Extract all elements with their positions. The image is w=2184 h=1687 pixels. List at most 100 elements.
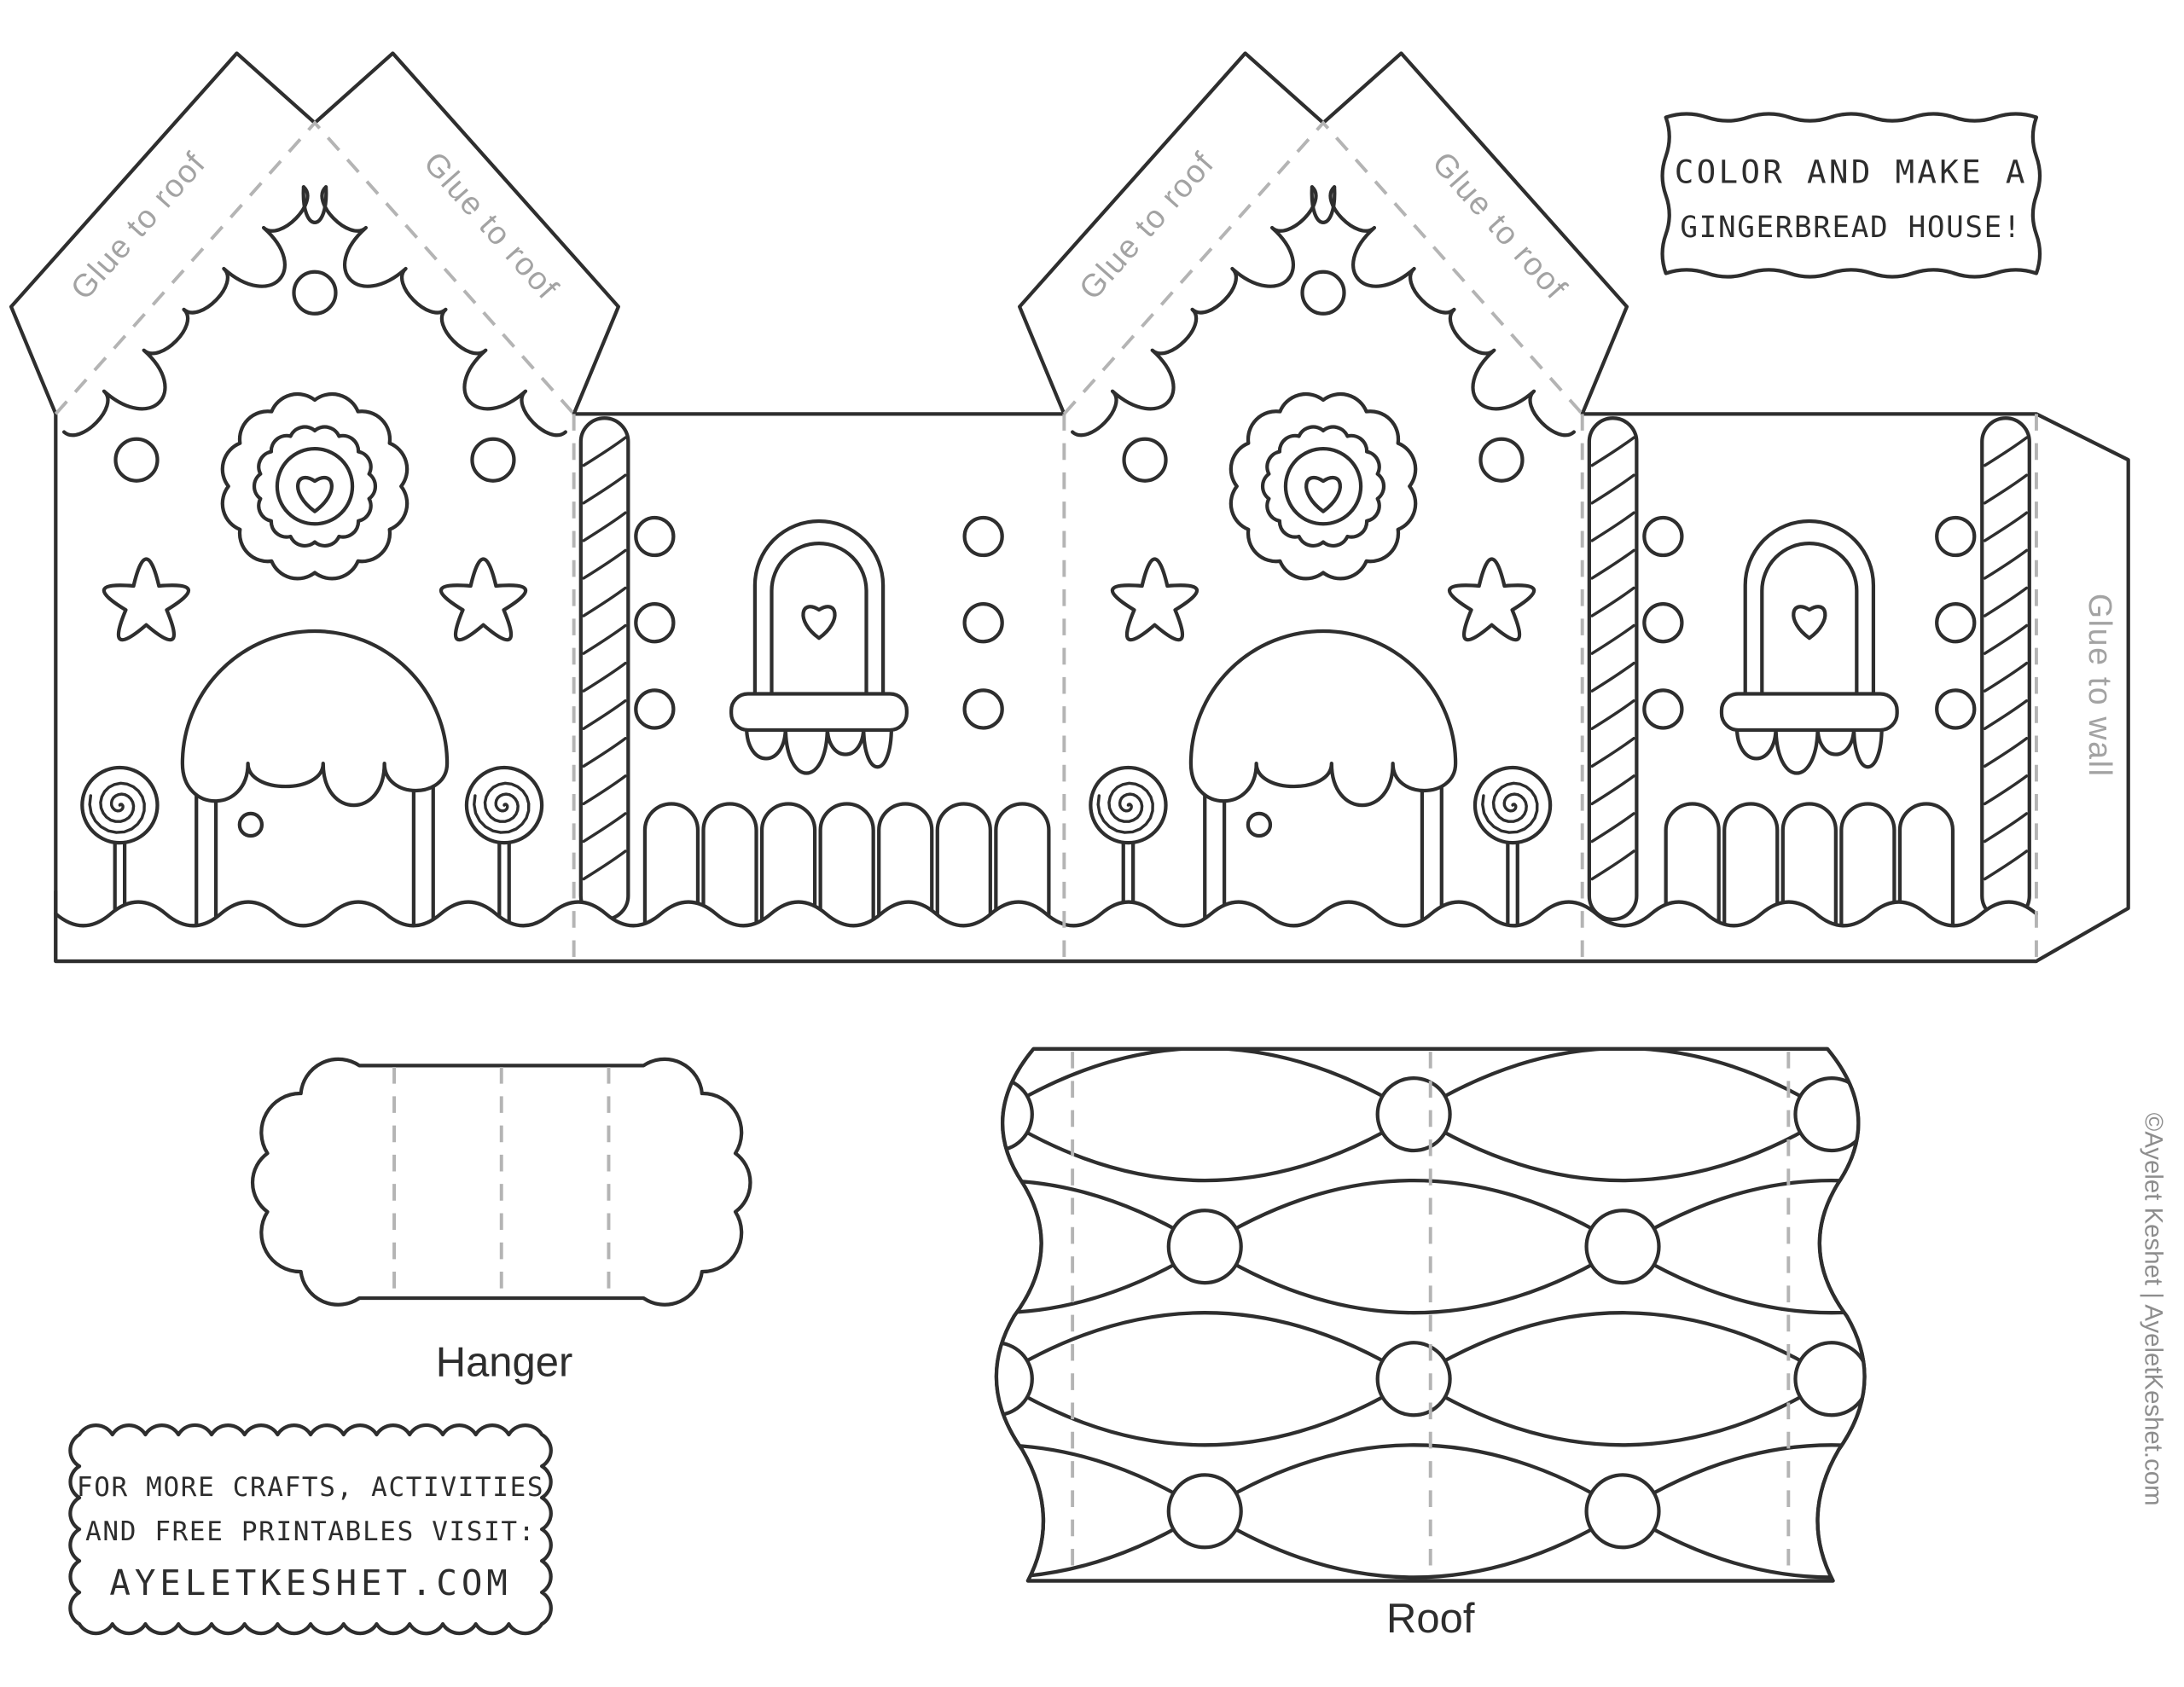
gumdrop bbox=[1300, 270, 1346, 316]
gable-icing bbox=[61, 185, 310, 438]
door-knob bbox=[1246, 811, 1273, 838]
hanger-template bbox=[251, 1057, 752, 1307]
icing-column-twist bbox=[1983, 661, 2029, 693]
icing-column-twist bbox=[582, 812, 627, 844]
gumdrop bbox=[1642, 688, 1684, 730]
window-heart bbox=[801, 605, 837, 641]
gumdrop bbox=[292, 270, 338, 316]
hanger-fold-lines bbox=[392, 1067, 611, 1297]
window-sill bbox=[729, 692, 909, 733]
quilt-gumdrop bbox=[1793, 1341, 1865, 1417]
roof-fold-lines bbox=[54, 120, 1584, 415]
quilt-curve bbox=[996, 1443, 1207, 1513]
star-candy bbox=[102, 557, 190, 642]
walls-template bbox=[9, 51, 2130, 964]
gumdrop bbox=[113, 437, 160, 483]
star-candy bbox=[1448, 557, 1536, 642]
quilt-curve bbox=[1829, 1048, 1865, 1116]
quilt-gumdrop bbox=[1166, 1209, 1243, 1285]
icing-column-twist bbox=[582, 774, 627, 806]
footer-line-1: FOR MORE CRAFTS, ACTIVITIES bbox=[77, 1472, 544, 1503]
lollipop-swirl bbox=[1096, 781, 1154, 834]
title-border bbox=[1660, 112, 2042, 279]
wreath-heart bbox=[1304, 475, 1342, 513]
gumdrop bbox=[634, 688, 676, 730]
strip-bottom-edge bbox=[54, 890, 2039, 964]
lollipop-swirl bbox=[1481, 781, 1539, 834]
lollipop-swirl bbox=[88, 781, 146, 834]
hanger-label: Hanger bbox=[436, 1339, 573, 1385]
icing-column-twist bbox=[1590, 548, 1635, 580]
door-icing bbox=[1188, 629, 1458, 808]
gumdrop bbox=[1935, 688, 1977, 730]
gumdrop bbox=[962, 602, 1004, 644]
gable-icing bbox=[1071, 185, 1318, 438]
quilt-gumdrop bbox=[751, 1210, 823, 1283]
icing-column bbox=[578, 416, 630, 922]
icing-column-twist bbox=[1590, 586, 1635, 617]
icing-column-twist bbox=[582, 849, 627, 881]
quilt-curve bbox=[1412, 1112, 1834, 1183]
quilt-gumdrop bbox=[996, 1075, 1034, 1153]
quilt-gumdrop bbox=[2004, 1475, 2077, 1547]
quilt-curve bbox=[1203, 1178, 1625, 1249]
gumdrop bbox=[1642, 602, 1684, 644]
icing-column-twist bbox=[582, 661, 627, 693]
gable-icing bbox=[1328, 185, 1577, 438]
footer-box: FOR MORE CRAFTS, ACTIVITIES AND FREE PRI… bbox=[68, 1423, 553, 1636]
copyright-credit: ©Ayelet Keshet | AyeletKeshet.com bbox=[2139, 1113, 2167, 1506]
star-candy bbox=[1110, 557, 1199, 642]
icing-column-twist bbox=[1983, 699, 2029, 731]
quilt-curve bbox=[1620, 1443, 1865, 1513]
icing-column-twist bbox=[1590, 436, 1635, 467]
quilt-curve bbox=[1412, 1311, 1834, 1381]
gumdrop bbox=[1642, 515, 1684, 558]
quilt-curve bbox=[1829, 1377, 1865, 1447]
icing-column-twist bbox=[1590, 812, 1635, 844]
quilt-curve bbox=[996, 1244, 1207, 1315]
quilt-gumdrop bbox=[1584, 1473, 1661, 1550]
glue-to-wall-label: Glue to wall bbox=[2082, 594, 2118, 778]
title-box: COLOR AND MAKE A GINGERBREAD HOUSE! bbox=[1660, 112, 2042, 279]
icing-column-twist bbox=[582, 699, 627, 731]
lollipop-swirl bbox=[473, 781, 531, 834]
roof-template bbox=[751, 1046, 2077, 1583]
quilt-curve bbox=[1412, 1377, 1834, 1447]
icing-column-twist bbox=[1983, 473, 2029, 505]
house-front-1 bbox=[61, 185, 567, 956]
roof-outline-stroke bbox=[994, 1046, 1867, 1583]
icing-column-twist bbox=[1590, 699, 1635, 731]
gumdrop bbox=[1935, 602, 1977, 644]
window-inner-outline bbox=[1760, 542, 1859, 699]
window-inner-outline bbox=[770, 542, 868, 699]
icing-column-twist bbox=[1983, 548, 2029, 580]
icing-column-twist bbox=[1983, 774, 2029, 806]
quilt-gumdrop bbox=[1166, 1473, 1243, 1550]
quilt-curve bbox=[1412, 1048, 1834, 1116]
quilt-curve bbox=[996, 1178, 1207, 1249]
quilt-gumdrop bbox=[1584, 1209, 1661, 1285]
quilt-gumdrop bbox=[751, 1475, 823, 1547]
quilt-curve bbox=[1620, 1244, 1865, 1315]
footer-line-2: AND FREE PRINTABLES VISIT: bbox=[85, 1516, 536, 1547]
peak-icing-drip bbox=[1310, 185, 1337, 224]
icing-column-twist bbox=[1983, 436, 2029, 467]
peak-icing-drip bbox=[301, 185, 328, 224]
quilt-curve bbox=[996, 1377, 998, 1447]
door-icing bbox=[180, 629, 450, 808]
quilt-gumdrop bbox=[1375, 1075, 1452, 1153]
footer-border bbox=[68, 1423, 553, 1636]
quilt-curve bbox=[996, 1048, 1416, 1116]
icing-column bbox=[1587, 416, 1639, 922]
icing-column-twist bbox=[582, 548, 627, 580]
quilt-curve bbox=[996, 1112, 1416, 1183]
icing-column-twist bbox=[582, 586, 627, 617]
wreath-center-circle bbox=[275, 447, 355, 526]
quilt-curve bbox=[1829, 1311, 1865, 1381]
gumdrop bbox=[634, 515, 676, 558]
gumdrop bbox=[634, 602, 676, 644]
quilt-gumdrop bbox=[2004, 1210, 2077, 1283]
quilt-curve bbox=[1203, 1443, 1625, 1513]
